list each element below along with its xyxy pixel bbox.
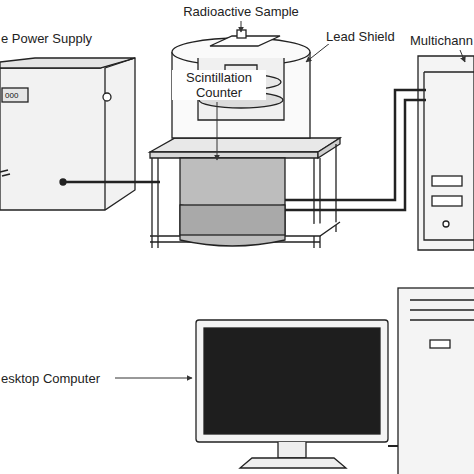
part-label: Scintillation Counter: [172, 70, 266, 100]
device-label: Radioactive Sample: [182, 4, 300, 19]
part-label: Lead Shield: [325, 29, 396, 44]
device-label: Multichann: [409, 33, 474, 48]
device-label: esktop Computer: [0, 371, 101, 386]
device-label: e Power Supply: [0, 31, 93, 46]
display-digits: 000: [4, 91, 19, 100]
